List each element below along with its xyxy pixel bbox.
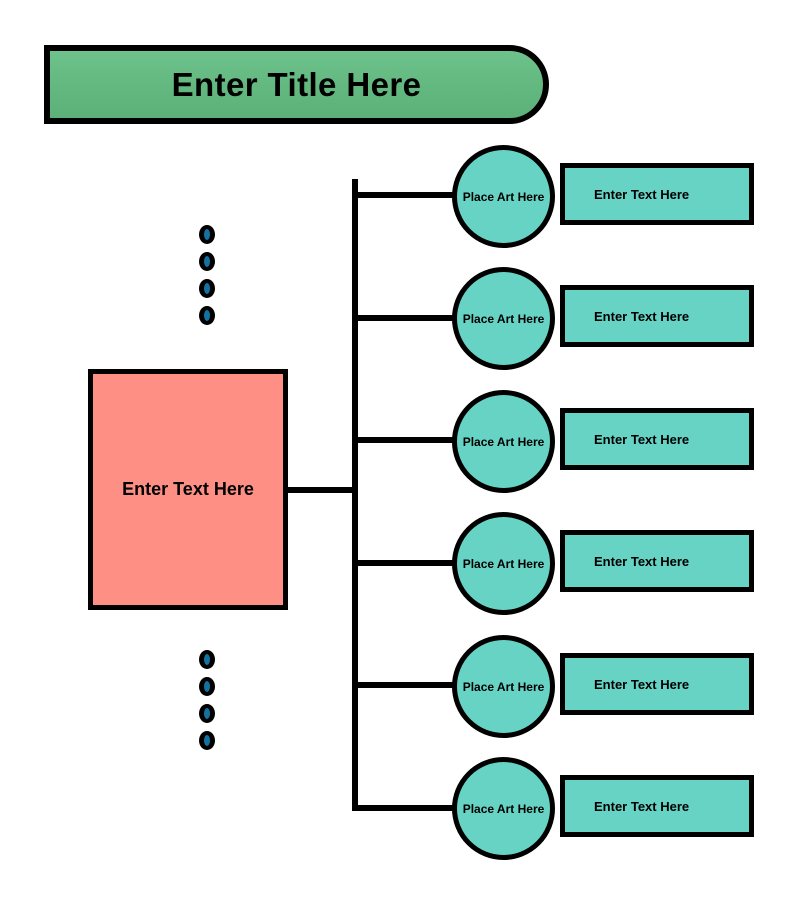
branch-row: Enter Text Here Place Art Here [449,757,759,867]
ellipsis-dot [199,225,215,244]
root-node-label: Enter Text Here [122,479,254,499]
ellipsis-dot [199,279,215,298]
ellipsis-dot [199,252,215,271]
branch-row: Enter Text Here Place Art Here [449,267,759,377]
branch-text-box[interactable]: Enter Text Here [560,163,754,225]
branch-art-label: Place Art Here [462,556,545,571]
branch-art-label: Place Art Here [462,434,545,449]
ellipsis-dot [199,677,215,696]
ellipsis-dots-bottom [199,650,217,758]
branch-text-label: Enter Text Here [594,308,690,324]
branch-text-box[interactable]: Enter Text Here [560,530,754,592]
branch-art-circle[interactable]: Place Art Here [452,757,555,860]
branch-art-circle[interactable]: Place Art Here [452,512,555,615]
branch-art-circle[interactable]: Place Art Here [452,390,555,493]
ellipsis-dot [199,704,215,723]
branch-row: Enter Text Here Place Art Here [449,390,759,500]
ellipsis-dot [199,731,215,750]
branch-text-box[interactable]: Enter Text Here [560,285,754,347]
branch-text-box[interactable]: Enter Text Here [560,408,754,470]
branch-art-circle[interactable]: Place Art Here [452,145,555,248]
ellipsis-dot [199,306,215,325]
branch-art-label: Place Art Here [462,801,545,816]
branch-row: Enter Text Here Place Art Here [449,512,759,622]
title-text: Enter Title Here [171,65,422,103]
branch-text-label: Enter Text Here [594,431,690,447]
branch-text-label: Enter Text Here [594,798,690,814]
branch-text-box[interactable]: Enter Text Here [560,775,754,837]
title-banner[interactable]: Enter Title Here [44,45,549,124]
branch-art-circle[interactable]: Place Art Here [452,267,555,370]
branch-row: Enter Text Here Place Art Here [449,635,759,745]
ellipsis-dots-top [199,225,217,333]
ellipsis-dot [199,650,215,669]
branch-text-label: Enter Text Here [594,553,690,569]
branch-row: Enter Text Here Place Art Here [449,145,759,255]
branch-text-label: Enter Text Here [594,186,690,202]
branch-art-label: Place Art Here [462,189,545,204]
branch-art-circle[interactable]: Place Art Here [452,635,555,738]
branch-art-label: Place Art Here [462,311,545,326]
branch-text-label: Enter Text Here [594,676,690,692]
branch-art-label: Place Art Here [462,679,545,694]
branch-text-box[interactable]: Enter Text Here [560,653,754,715]
root-node-box[interactable]: Enter Text Here [88,369,288,610]
